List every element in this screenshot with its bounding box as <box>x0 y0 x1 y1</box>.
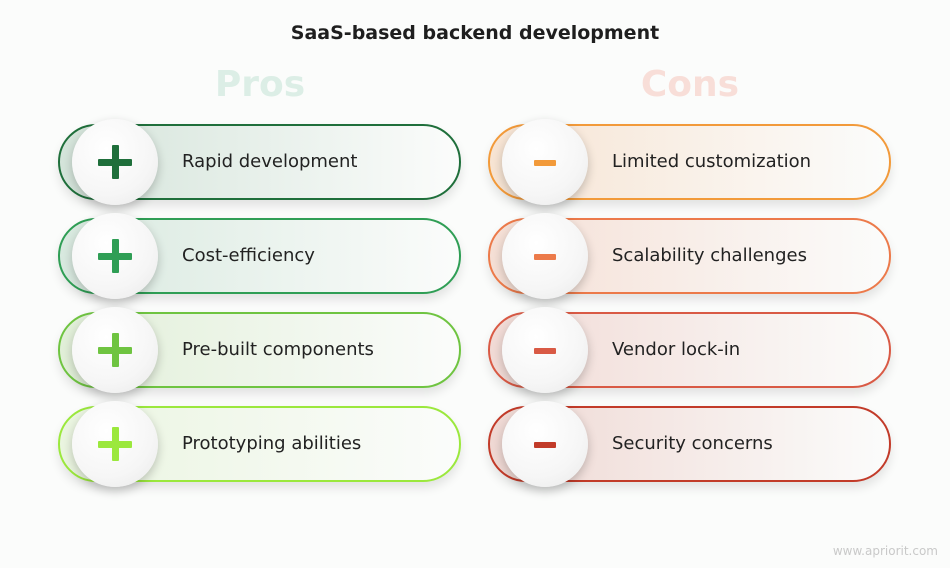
pro-card-cost-efficiency: Cost-efficiency <box>58 213 461 299</box>
plus-badge <box>72 307 158 393</box>
con-card-limited-customization: Limited customization <box>488 119 891 205</box>
watermark: www.apriorit.com <box>832 544 938 558</box>
minus-icon-bar <box>534 348 556 354</box>
minus-badge <box>502 401 588 487</box>
minus-icon <box>534 160 556 166</box>
plus-icon-horizontal <box>98 159 132 166</box>
con-card-security-concerns: Security concerns <box>488 401 891 487</box>
pro-card-pre-built-components: Pre-built components <box>58 307 461 393</box>
minus-badge <box>502 119 588 205</box>
con-card-vendor-lock-in: Vendor lock-in <box>488 307 891 393</box>
plus-icon-horizontal <box>98 253 132 260</box>
con-label: Security concerns <box>612 433 773 454</box>
plus-icon-horizontal <box>98 441 132 448</box>
minus-icon <box>534 442 556 448</box>
con-label: Vendor lock-in <box>612 339 741 360</box>
con-label: Scalability challenges <box>612 245 807 266</box>
minus-badge <box>502 307 588 393</box>
pro-card-prototyping-abilities: Prototyping abilities <box>58 401 461 487</box>
minus-icon-bar <box>534 160 556 166</box>
minus-icon-bar <box>534 442 556 448</box>
pro-label: Pre-built components <box>182 339 374 360</box>
plus-icon-horizontal <box>98 347 132 354</box>
pros-heading: Pros <box>214 64 306 105</box>
plus-badge <box>72 401 158 487</box>
minus-icon-bar <box>534 254 556 260</box>
con-card-scalability-challenges: Scalability challenges <box>488 213 891 299</box>
plus-icon <box>98 427 132 461</box>
plus-icon <box>98 239 132 273</box>
plus-icon <box>98 333 132 367</box>
page-title: SaaS-based backend development <box>290 22 660 44</box>
pro-label: Prototyping abilities <box>182 433 362 454</box>
pro-label: Rapid development <box>182 151 358 172</box>
cons-heading: Cons <box>640 64 740 105</box>
minus-badge <box>502 213 588 299</box>
minus-icon <box>534 348 556 354</box>
minus-icon <box>534 254 556 260</box>
plus-badge <box>72 213 158 299</box>
pro-label: Cost-efficiency <box>182 245 315 266</box>
con-label: Limited customization <box>612 151 812 172</box>
pro-card-rapid-development: Rapid development <box>58 119 461 205</box>
plus-icon <box>98 145 132 179</box>
plus-badge <box>72 119 158 205</box>
